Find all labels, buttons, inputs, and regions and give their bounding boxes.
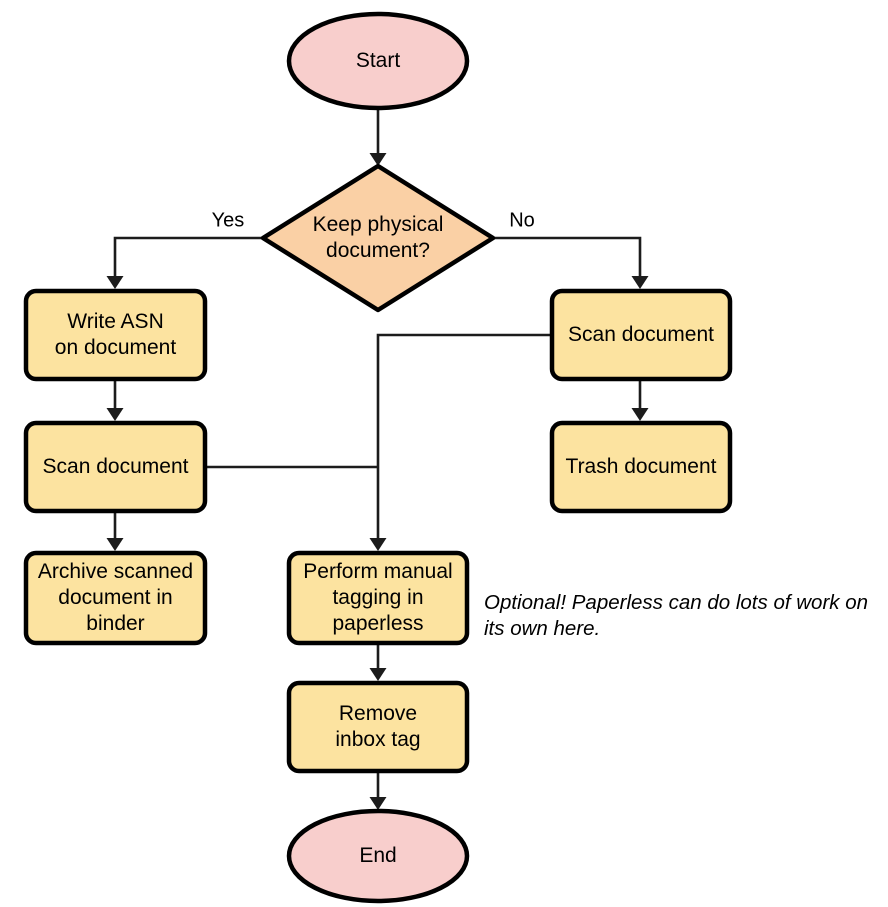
node-label: Perform manual tagging in paperless <box>303 560 452 635</box>
edge-path <box>493 236 642 285</box>
node-label-line: Trash document <box>566 455 717 478</box>
process-shape[interactable] <box>23 550 208 646</box>
node-label: End <box>359 844 396 867</box>
arrowhead-icon <box>369 153 387 166</box>
edge-scan-right-to-manual-tagging <box>369 333 552 551</box>
node-label: Write ASN on document <box>55 310 177 359</box>
annotations-layer: Optional! Paperless can do lots of work … <box>484 591 868 640</box>
edge-manual-tagging-to-remove-inbox-tag <box>369 643 387 681</box>
node-label-line: End <box>359 844 396 867</box>
node-label: Scan document <box>43 455 189 478</box>
node-label-line: document in <box>58 586 172 609</box>
process-shape[interactable] <box>23 288 208 382</box>
node-label: Archive scanned document in binder <box>38 560 193 635</box>
node-label-line: Remove <box>339 702 417 725</box>
node-label-line: inbox tag <box>335 728 420 751</box>
edge-scan-right-to-trash <box>631 379 649 421</box>
node-remove-inbox-tag[interactable]: Remove inbox tag <box>286 680 470 774</box>
edge-decision-no-to-scan-right: No <box>493 209 649 289</box>
edges-layer: Yes No <box>106 108 649 810</box>
arrowhead-icon <box>631 276 649 289</box>
node-label-line: Archive scanned <box>38 560 193 583</box>
node-label-line: paperless <box>332 612 423 635</box>
node-write-asn-on-document[interactable]: Write ASN on document <box>23 288 208 382</box>
edge-path <box>113 236 263 285</box>
process-shape[interactable] <box>549 288 733 382</box>
node-scan-document-right[interactable]: Scan document <box>549 288 733 382</box>
node-label: Start <box>356 49 401 72</box>
node-label-line: Write ASN <box>67 310 163 333</box>
node-label-line: Perform manual <box>303 560 452 583</box>
edge-write-asn-to-scan-left <box>106 379 124 421</box>
node-archive-scanned-document-in-binder[interactable]: Archive scanned document in binder <box>23 550 208 646</box>
arrowhead-icon <box>106 276 124 289</box>
node-keep-physical-document[interactable]: Keep physical document? <box>260 163 496 313</box>
node-perform-manual-tagging-in-paperless[interactable]: Perform manual tagging in paperless <box>286 550 470 646</box>
edge-remove-inbox-tag-to-end <box>369 771 387 810</box>
arrowhead-icon <box>369 538 387 551</box>
node-end[interactable]: End <box>286 808 470 904</box>
process-shape[interactable] <box>286 550 470 646</box>
node-label: Trash document <box>566 455 717 478</box>
node-label: Keep physical document? <box>313 213 444 262</box>
node-trash-document[interactable]: Trash document <box>549 420 733 514</box>
process-shape[interactable] <box>286 680 470 774</box>
arrowhead-icon <box>106 538 124 551</box>
node-label-line: tagging in <box>332 586 423 609</box>
node-label-line: on document <box>55 336 177 359</box>
edge-decision-yes-to-write-asn: Yes <box>106 209 263 289</box>
node-label-line: binder <box>86 612 144 635</box>
annotation-line: Optional! Paperless can do lots of work … <box>484 591 868 614</box>
node-label-line: Scan document <box>43 455 189 478</box>
edge-label: Yes <box>212 209 245 231</box>
node-label: Remove inbox tag <box>335 702 420 751</box>
node-label: Scan document <box>568 323 714 346</box>
process-shape[interactable] <box>23 420 208 514</box>
process-shape[interactable] <box>549 420 733 514</box>
edge-label: No <box>509 209 535 231</box>
node-label-line: Start <box>356 49 401 72</box>
arrowhead-icon <box>631 408 649 421</box>
node-scan-document-left[interactable]: Scan document <box>23 420 208 514</box>
node-label-line: Keep physical <box>313 213 444 236</box>
terminator-shape[interactable] <box>286 808 470 904</box>
annotation-line: its own here. <box>484 617 600 640</box>
node-label-line: Scan document <box>568 323 714 346</box>
arrowhead-icon <box>369 668 387 681</box>
annotation-optional-note: Optional! Paperless can do lots of work … <box>484 591 868 640</box>
edge-path <box>376 333 552 547</box>
decision-shape[interactable] <box>260 163 496 313</box>
arrowhead-icon <box>106 408 124 421</box>
terminator-shape[interactable] <box>286 11 470 111</box>
edge-start-to-decision <box>369 108 387 166</box>
node-start[interactable]: Start <box>286 11 470 111</box>
node-label-line: document? <box>326 239 430 262</box>
arrowhead-icon <box>369 797 387 810</box>
edge-scan-left-to-archive <box>106 511 124 551</box>
